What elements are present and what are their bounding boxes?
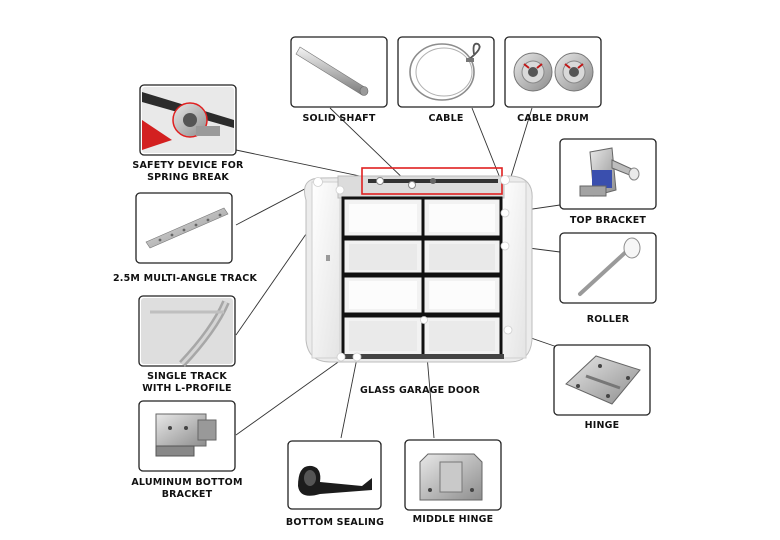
cable-image <box>397 36 495 108</box>
label-safety-device: SAFETY DEVICE FOR SPRING BREAK <box>118 160 258 184</box>
label-aluminum-bracket-line1: ALUMINUM BOTTOM <box>131 477 243 488</box>
label-aluminum-bracket-line2: BRACKET <box>161 489 213 500</box>
label-cable: CABLE <box>428 113 464 124</box>
solid-shaft-image <box>290 36 388 108</box>
label-top-bracket: TOP BRACKET <box>569 215 647 226</box>
label-solid-shaft: SOLID SHAFT <box>302 113 376 124</box>
label-hinge: HINGE <box>584 420 620 431</box>
label-multi-angle-track: 2.5M MULTI-ANGLE TRACK <box>112 273 258 284</box>
middle-hinge-image <box>404 439 502 511</box>
multi-angle-track-image <box>135 192 233 264</box>
label-single-track: SINGLE TRACK WITH L-PROFILE <box>127 371 247 395</box>
label-middle-hinge: MIDDLE HINGE <box>412 514 494 525</box>
safety-device-image <box>139 84 237 156</box>
aluminum-bracket-image <box>138 400 236 472</box>
label-single-track-line1: SINGLE TRACK <box>147 371 227 382</box>
label-roller: ROLLER <box>586 314 630 325</box>
glass-garage-door <box>304 167 533 363</box>
label-safety-device-line2: SPRING BREAK <box>147 172 229 183</box>
label-cable-drum: CABLE DRUM <box>517 113 589 124</box>
label-bottom-sealing: BOTTOM SEALING <box>285 517 385 528</box>
label-single-track-line2: WITH L-PROFILE <box>142 383 232 394</box>
single-track-image <box>138 295 236 367</box>
cable-drum-image <box>504 36 602 108</box>
hinge-image <box>553 344 651 416</box>
bottom-sealing-image <box>287 440 382 510</box>
label-glass-garage-door: GLASS GARAGE DOOR <box>360 385 480 396</box>
roller-image <box>559 232 657 304</box>
leader-lines <box>235 107 561 439</box>
label-aluminum-bracket: ALUMINUM BOTTOM BRACKET <box>122 477 252 501</box>
label-safety-device-line1: SAFETY DEVICE FOR <box>132 160 244 171</box>
top-bracket-image <box>559 138 657 210</box>
